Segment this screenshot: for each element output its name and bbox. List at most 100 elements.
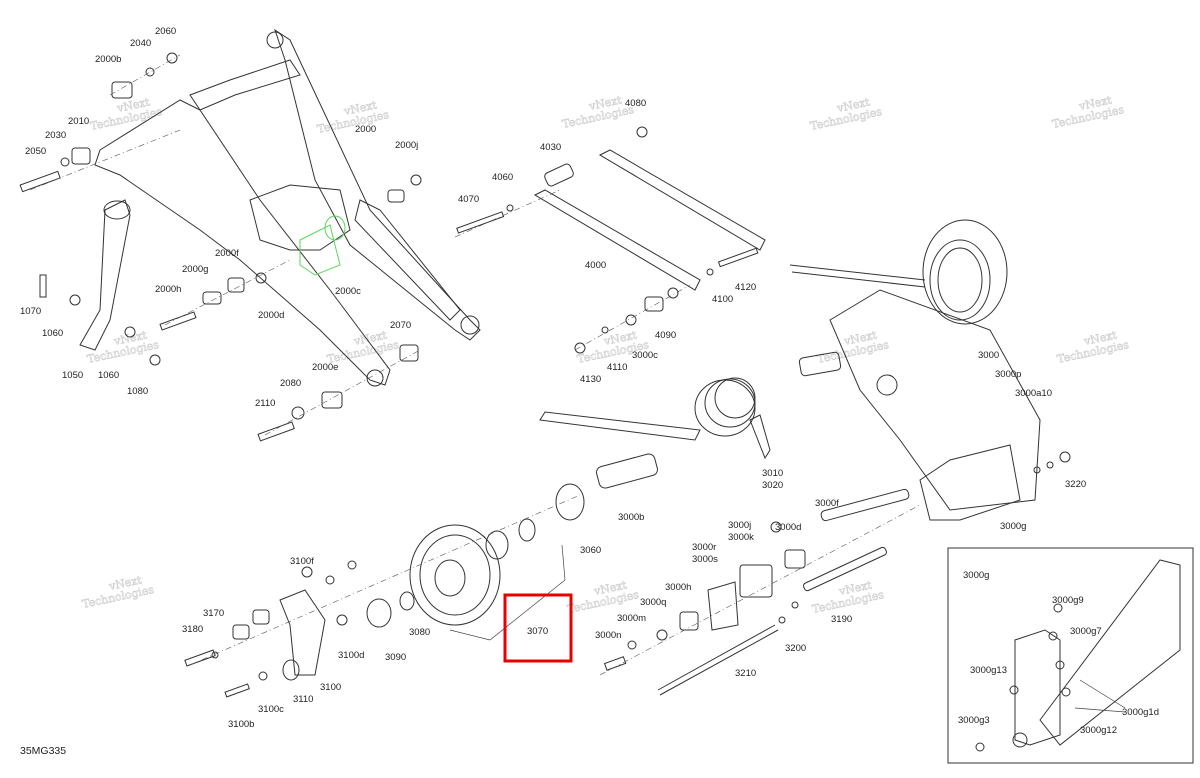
rear-arm-3000 — [829, 289, 1041, 511]
part-label: 3000g9 — [1052, 595, 1084, 606]
inset-bolt — [1053, 603, 1063, 613]
bushing-3170 — [252, 609, 270, 625]
torsion-spring-coil — [704, 378, 756, 428]
part-label: 3110 — [293, 694, 313, 705]
washer-1060 — [124, 326, 136, 338]
part-label: 2050 — [25, 146, 46, 157]
part-label: 2000f — [215, 248, 239, 259]
part-label: 1070 — [20, 306, 41, 317]
inset-pivot — [1012, 732, 1028, 748]
block-3000j — [739, 564, 773, 598]
washer — [1033, 466, 1041, 474]
part-label: 1060 — [42, 328, 63, 339]
front-arm-lower-link — [354, 199, 461, 321]
bolt-3100b — [224, 683, 250, 698]
highlight-box[interactable] — [503, 593, 573, 663]
leader-line — [489, 579, 566, 641]
part-label: 2030 — [45, 130, 66, 141]
inset-bolt — [1061, 687, 1071, 697]
idler-wheel-hub — [434, 559, 466, 597]
washer — [325, 575, 335, 585]
nut — [301, 566, 313, 578]
washer-4100 — [706, 268, 714, 276]
nut-2060 — [166, 52, 178, 64]
bolt-2110 — [257, 421, 295, 442]
part-label: 3000r — [692, 542, 716, 553]
pivot-nut — [876, 374, 898, 396]
diagram-code: 35MG335 — [20, 745, 66, 757]
axis-line — [454, 189, 561, 238]
part-labels: 2060 2040 2000b 2010 2030 2050 2000 2000… — [20, 26, 1159, 757]
part-label: 3000h — [665, 582, 691, 593]
leader-line — [561, 544, 566, 581]
upper-rod — [598, 149, 766, 251]
axis-line — [189, 494, 581, 666]
rear-shock-assembly — [184, 219, 1071, 698]
part-label: 2010 — [68, 116, 89, 127]
part-label: 3000c — [632, 350, 658, 361]
inset-bracket-rail — [1039, 559, 1181, 746]
arm-pivot-boss — [366, 369, 384, 387]
green-bushing — [324, 215, 346, 241]
part-label: 4000 — [585, 260, 606, 271]
inset-panel — [947, 547, 1194, 764]
circlip-3110 — [282, 659, 300, 681]
bushing — [232, 624, 250, 640]
part-label: 3000p — [995, 369, 1021, 380]
part-label: 3000n — [595, 630, 621, 641]
bolt-2000h — [159, 311, 197, 331]
washer-3090 — [366, 598, 392, 628]
rail-rod — [789, 264, 926, 281]
part-label: 3100f — [290, 556, 314, 567]
bushing-3000h — [679, 611, 699, 631]
part-label: 2000c — [335, 286, 361, 297]
adjuster-arm-3100 — [279, 589, 326, 676]
bolt-4070 — [456, 211, 505, 234]
arm-pivot-boss — [460, 315, 480, 335]
part-label: 3020 — [762, 480, 783, 491]
part-label: 1060 — [98, 370, 119, 381]
inset-bolt — [1055, 660, 1065, 670]
part-label: 3100b — [228, 719, 254, 730]
part-label: 2000b — [95, 54, 121, 65]
part-label: 1050 — [62, 370, 83, 381]
part-label: 3000g12 — [1080, 725, 1117, 736]
part-label: 3100 — [320, 682, 341, 693]
rear-arm-plate — [919, 444, 1021, 521]
shaft-3000f — [820, 488, 910, 522]
part-label-highlighted[interactable]: 3070 — [527, 626, 548, 637]
part-label: 2080 — [280, 378, 301, 389]
bushing — [387, 189, 405, 203]
part-label: 2070 — [390, 320, 411, 331]
torsion-spring-coil — [694, 379, 756, 437]
plate-3000r — [707, 581, 739, 631]
front-arm-assembly — [19, 28, 481, 442]
green-plate — [299, 224, 341, 276]
part-label: 3000f — [815, 498, 839, 509]
front-arm-tube — [189, 59, 301, 111]
torsion-spring-arm — [539, 411, 701, 441]
spacer-2000g — [202, 291, 222, 305]
splined-shaft — [798, 351, 842, 377]
link-rod-4000 — [533, 189, 701, 291]
rod-3210 — [659, 629, 779, 696]
nut-1080 — [149, 354, 161, 366]
part-label: 2000j — [395, 140, 418, 151]
part-label: 4070 — [458, 194, 479, 205]
part-label: 2000h — [155, 284, 181, 295]
bolt-3180 — [184, 649, 216, 667]
stopper-bumper — [103, 200, 131, 220]
part-label: 4080 — [625, 98, 646, 109]
washer — [211, 651, 219, 659]
leader-line — [1074, 707, 1126, 713]
inset-bolt — [1009, 685, 1019, 695]
part-label: 2110 — [255, 398, 275, 409]
axis-line — [599, 504, 921, 676]
bolt-3000n — [603, 656, 627, 671]
bushing-2070 — [399, 344, 419, 362]
front-arm-crossbar — [94, 99, 391, 386]
part-label: 2000e — [312, 362, 338, 373]
part-label: 4110 — [607, 362, 627, 373]
washer-4060 — [506, 204, 514, 212]
